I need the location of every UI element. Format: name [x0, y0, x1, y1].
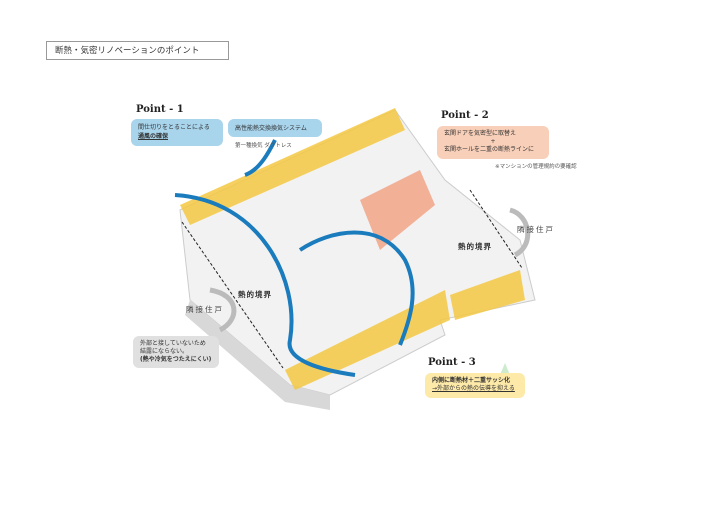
bubble-line: 外部と接していないため	[140, 340, 206, 347]
bubble-line: 内側に断熱材＋二重サッシ化	[432, 377, 511, 384]
point2-note: ※マンションの管理規約の要確認	[495, 164, 577, 170]
neighbor-arrow-right	[509, 207, 531, 258]
point1-note: 第一種換気 ダクトレス	[235, 143, 292, 149]
point1-bubble-ventilation: 間仕切りをとることによる 通風の確保	[131, 119, 223, 146]
neighbor-label-left: 隣接住戸	[186, 305, 224, 314]
bubble-line: →外部からの熱の伝導を抑える	[432, 385, 515, 392]
thermal-boundary-left	[181, 221, 284, 369]
page-title: 断熱・気密リノベーションのポイント	[46, 41, 229, 60]
entrance-hall	[360, 170, 435, 250]
yellow-wall-top	[180, 108, 405, 225]
thermal-boundary-label-left: 熱的境界	[238, 290, 272, 299]
thermal-boundary-right	[469, 189, 523, 269]
point2-heading: Point - 2	[441, 110, 489, 121]
bubble-line: 玄関ホールを二重の断熱ラインに	[444, 146, 535, 153]
point3-pointer	[500, 363, 510, 375]
point3-bubble: 内側に断熱材＋二重サッシ化 →外部からの熱の伝導を抑える	[425, 373, 525, 398]
bubble-line: 間仕切りをとることによる	[138, 124, 210, 131]
yellow-wall-right	[450, 270, 525, 320]
airflow-arrows	[174, 139, 415, 377]
bubble-line: 結露にならない。	[140, 348, 189, 355]
point2-bubble: 玄関ドアを気密型に取替え + 玄関ホールを二重の断熱ラインに	[437, 126, 549, 159]
point1-heading: Point - 1	[136, 104, 184, 115]
bubble-line: 通風の確保	[138, 133, 169, 140]
left-note-bubble: 外部と接していないため 結露にならない。 (熱や冷気をつたえにくい)	[133, 336, 219, 368]
thermal-boundary-label-right: 熱的境界	[458, 242, 492, 251]
point3-heading: Point - 3	[428, 357, 476, 368]
bubble-line: 玄関ドアを気密型に取替え	[444, 130, 517, 137]
bubble-line: (熱や冷気をつたえにくい)	[140, 356, 212, 363]
point1-bubble-hrv: 高性能熱交換換気システム	[228, 119, 322, 137]
neighbor-arrow-left	[209, 287, 237, 333]
neighbor-label-right: 隣接住戸	[517, 225, 555, 234]
bubble-line: +	[490, 138, 496, 145]
